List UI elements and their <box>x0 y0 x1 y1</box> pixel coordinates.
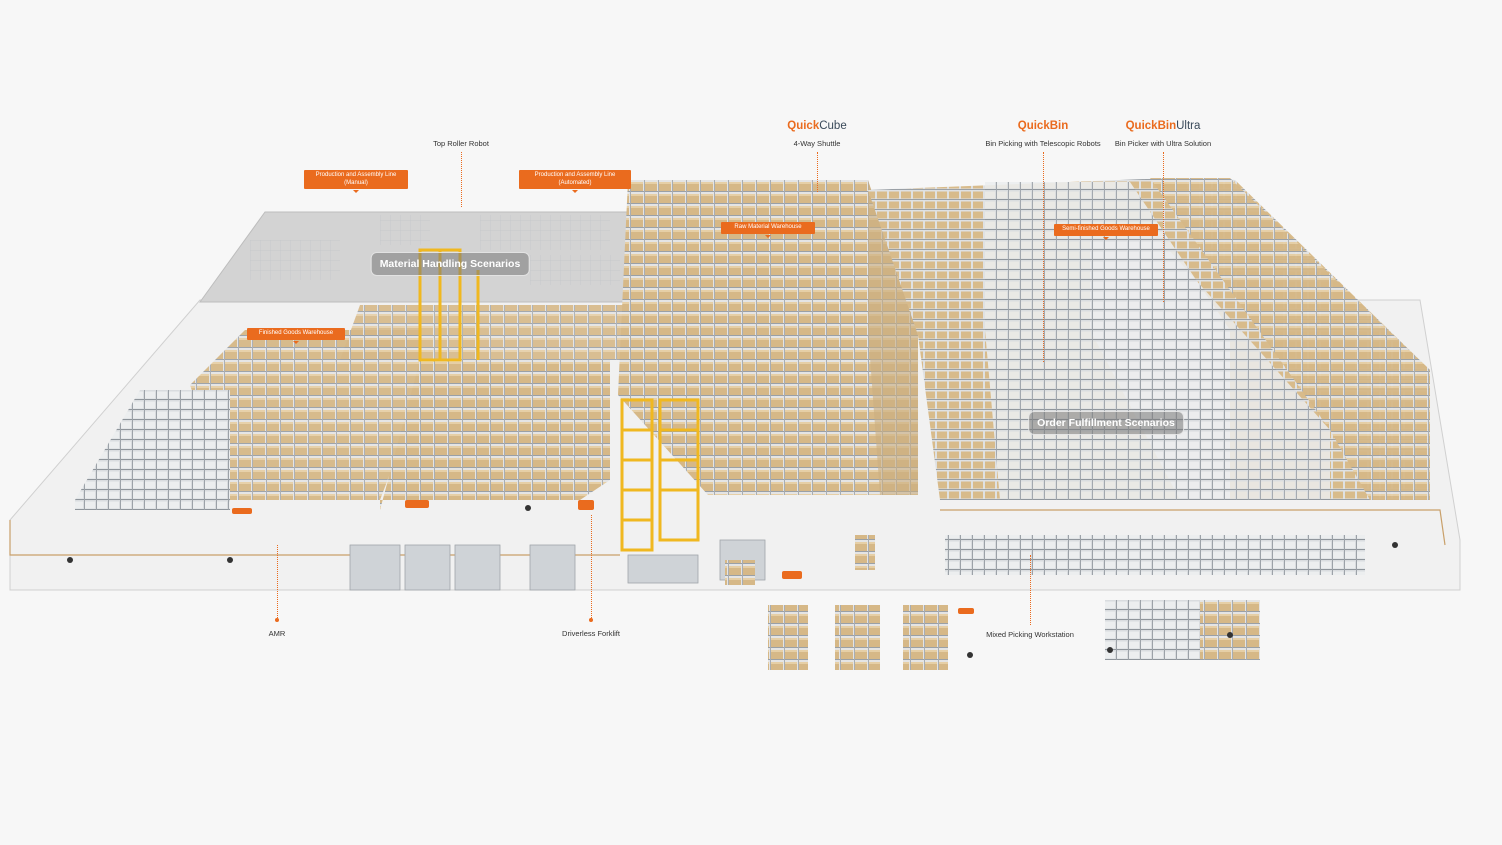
label-mixed-picking-workstation: Mixed Picking Workstation <box>986 630 1074 639</box>
leader-mixed-picking <box>1030 555 1031 625</box>
leader-quickbin <box>1043 152 1044 362</box>
outbound-conveyors <box>349 539 766 591</box>
tag-finished-goods: Finished Goods Warehouse <box>247 328 345 343</box>
quickbin-brand-part1: QuickBin <box>1017 120 1069 132</box>
finished-goods-racks <box>190 330 420 500</box>
leader-top-roller <box>461 152 462 207</box>
quickbin-ultra-brand-part1: QuickBin <box>1125 120 1177 132</box>
quickbin-ultra-brand: QuickBinUltra <box>1126 120 1201 132</box>
people <box>67 505 1398 658</box>
amr-robots <box>232 500 974 614</box>
scenario-order-fulfillment: Order Fulfillment Scenarios <box>1028 411 1184 435</box>
quickbin-ultra-brand-part2: Ultra <box>1176 120 1201 132</box>
grey-bin-racks <box>75 390 230 510</box>
leader-quickbin-ultra <box>1163 152 1164 302</box>
tag-production-manual: Production and Assembly Line (Manual) <box>304 170 408 193</box>
production-stations <box>250 215 620 285</box>
leader-forklift <box>591 515 592 620</box>
label-driverless-forklift: Driverless Forklift <box>562 629 620 638</box>
scenario-material-handling: Material Handling Scenarios <box>370 252 530 276</box>
raw-material-highbay <box>618 180 918 495</box>
label-amr: AMR <box>268 629 286 638</box>
leader-amr <box>277 545 278 620</box>
quickbin-brand: QuickBin <box>1018 120 1068 132</box>
label-top-roller-robot: Top Roller Robot <box>433 139 489 148</box>
leader-amr-end <box>275 618 279 622</box>
leader-shuttle <box>817 152 818 192</box>
tag-production-automated: Production and Assembly Line (Automated) <box>519 170 631 193</box>
leader-forklift-end <box>589 618 593 622</box>
label-four-way-shuttle: 4-Way Shuttle <box>793 139 841 148</box>
label-bin-picker-ultra: Bin Picker with Ultra Solution <box>1114 139 1212 148</box>
quickcube-brand-part2: Cube <box>819 120 847 132</box>
quickcube-brand-part1: Quick <box>787 120 820 132</box>
pallet-racks-middle <box>380 360 610 510</box>
tag-semi-finished: Semi-finished Goods Warehouse <box>1054 224 1158 239</box>
tag-raw-material: Raw Material Warehouse <box>721 222 815 237</box>
label-bin-picking-telescopic: Bin Picking with Telescopic Robots <box>985 139 1101 148</box>
front-pallets <box>725 535 1365 670</box>
quickcube-brand: QuickCube <box>787 120 846 132</box>
quickbin-ultra-racks <box>1090 240 1330 500</box>
